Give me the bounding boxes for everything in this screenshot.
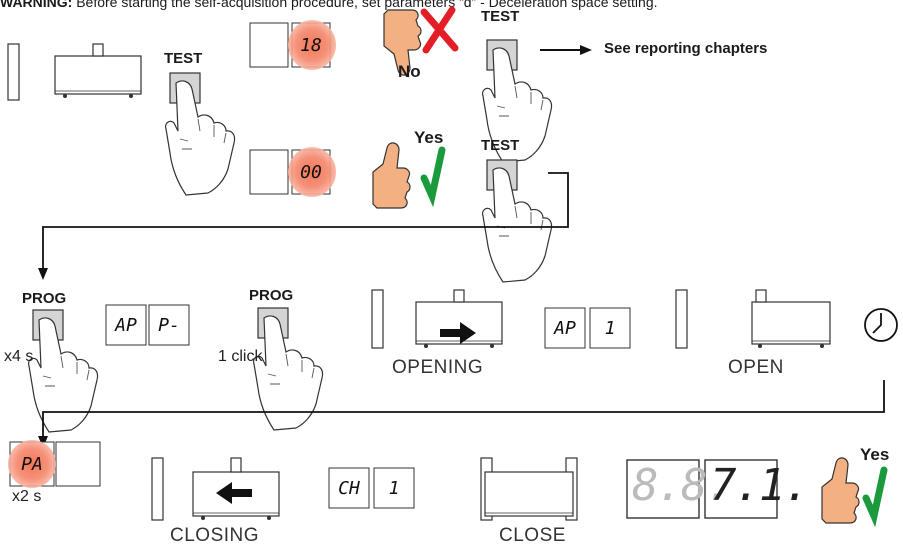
yes-label-2: Yes <box>860 445 890 464</box>
click-label: 1 click <box>218 348 263 365</box>
check-icon <box>862 466 888 528</box>
big-display-left-value: 8.8. <box>632 460 732 511</box>
display-ap1-right <box>589 307 631 349</box>
arrow-left-icon <box>216 482 252 504</box>
display-glow <box>288 147 336 197</box>
cross-icon <box>420 6 459 54</box>
arrow-right-icon <box>540 45 592 55</box>
opening-label: OPENING <box>392 357 484 378</box>
prog-label-1: PROG <box>22 290 67 307</box>
thumbs-up-icon <box>372 142 411 209</box>
test-label-1: TEST <box>164 50 203 67</box>
closing-label: CLOSING <box>170 525 260 546</box>
warning-heading: WARNING: Before starting the self-acquis… <box>0 0 903 10</box>
display-error-value: 18 <box>300 34 322 56</box>
gate-post <box>675 289 688 349</box>
no-label: No <box>398 62 421 81</box>
prog-label-2: PROG <box>249 287 294 304</box>
display-glow <box>288 20 336 70</box>
warning-text: Before starting the self-acquisition pro… <box>76 0 658 10</box>
big-display-right-value: 7.1. <box>710 460 810 511</box>
clock-icon <box>864 308 898 342</box>
gate-icon <box>480 457 578 521</box>
open-label: OPEN <box>728 357 784 378</box>
test-label-2: TEST <box>481 8 520 25</box>
flow-connector-1 <box>42 172 569 270</box>
display-ch1-value: 1 <box>388 477 400 499</box>
display-ap-value: AP <box>115 314 137 336</box>
display-blank-3 <box>55 441 101 487</box>
check-icon <box>420 146 446 208</box>
display-ap1-right-value: 1 <box>604 317 616 339</box>
thumbs-up-icon <box>821 457 860 524</box>
display-blank-1 <box>249 22 289 68</box>
gate-post <box>7 43 20 101</box>
display-ch1 <box>373 467 415 509</box>
gate-icon <box>54 43 142 99</box>
display-p-value: P- <box>158 314 180 336</box>
arrow-right-icon <box>440 322 476 344</box>
display-blank-2 <box>249 149 289 195</box>
test-label-3: TEST <box>481 137 520 154</box>
x4-label: x4 s <box>4 348 34 365</box>
display-glow <box>8 440 56 488</box>
display-ap1-left-value: AP <box>554 317 576 339</box>
display-ap <box>105 304 147 346</box>
gate-post <box>151 457 164 521</box>
thumbs-down-icon <box>383 9 422 76</box>
close-label: CLOSE <box>499 525 566 546</box>
warning-label: WARNING: <box>0 0 73 10</box>
yes-label-1: Yes <box>414 128 444 147</box>
display-p <box>148 304 190 346</box>
display-ch-value: CH <box>338 477 360 499</box>
x2-label: x2 s <box>12 488 42 505</box>
big-display-right <box>704 459 778 519</box>
display-pa-value: PA <box>21 453 43 475</box>
display-ch <box>328 467 370 509</box>
reporting-link: See reporting chapters <box>604 40 768 57</box>
gate-icon <box>415 289 503 348</box>
display-ap1-left <box>544 307 586 349</box>
gate-icon <box>751 289 831 348</box>
gate-post <box>371 289 384 349</box>
big-display-left <box>626 459 700 519</box>
flow-connector-2 <box>42 380 885 438</box>
display-ok-value: 00 <box>300 161 322 183</box>
flow-arrowhead-1 <box>38 268 48 280</box>
